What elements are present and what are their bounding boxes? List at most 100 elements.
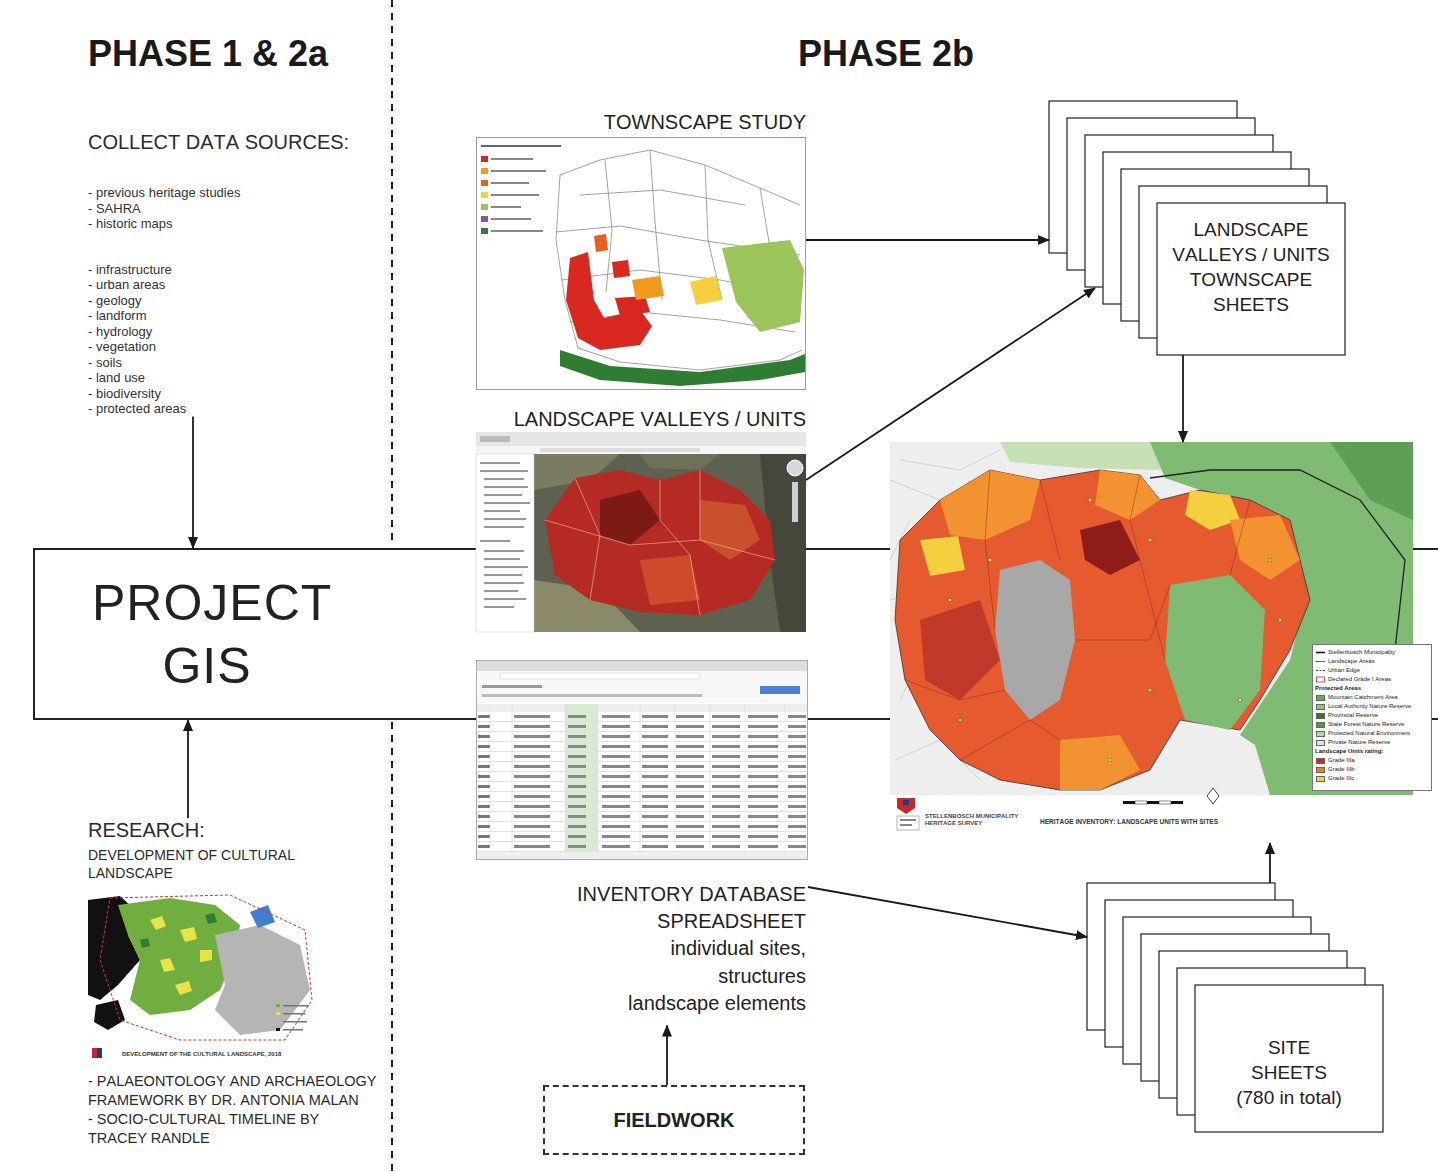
panel-rows-part bbox=[484, 526, 524, 528]
panel-rows-part bbox=[484, 590, 518, 592]
landscape-units-screenshot-part bbox=[476, 432, 806, 446]
legend-swatch bbox=[1316, 740, 1325, 746]
flow-arrow bbox=[806, 288, 1095, 480]
site-points-part bbox=[1238, 698, 1242, 702]
panel-rows-part bbox=[480, 462, 520, 464]
node-text: - previous heritage studies bbox=[88, 185, 368, 201]
node-text: DEVELOPMENT OF CULTURAL LANDSCAPE bbox=[88, 846, 328, 882]
spreadsheet-grid-part bbox=[565, 704, 566, 852]
node-text: RESEARCH: bbox=[88, 818, 398, 842]
landscape-units-panel: LANDSCAPE VALLEYS / UNITS bbox=[476, 407, 806, 431]
panel-rows-part bbox=[480, 540, 510, 542]
panel-rows-part bbox=[484, 486, 528, 488]
unit-boundaries-part bbox=[985, 470, 995, 630]
connector-group bbox=[188, 240, 1270, 1085]
flow-arrow bbox=[806, 239, 1049, 241]
spreadsheet-screenshot-part bbox=[482, 685, 542, 688]
node-text: INVENTORY DATABASE SPREADSHEET bbox=[566, 881, 806, 935]
legend-heading: Landscape Units rating: bbox=[1315, 747, 1383, 756]
legend-row: Local Authority Nature Reserve bbox=[1316, 702, 1411, 711]
cultural-landscape-thumbnail-part bbox=[94, 1000, 125, 1030]
unit-boundaries bbox=[545, 470, 775, 615]
panel-rows-part bbox=[484, 606, 514, 608]
cultural-landscape-thumbnail-part bbox=[283, 1029, 303, 1031]
legend-swatch bbox=[1316, 767, 1325, 773]
legend-swatch bbox=[1316, 704, 1325, 710]
flow-arrow bbox=[1269, 843, 1271, 883]
node-text: - landform bbox=[88, 308, 368, 324]
legend-text: State Forest Nature Reserve bbox=[1328, 720, 1404, 729]
landscape-units-screenshot-part bbox=[700, 500, 760, 560]
town-streets-part bbox=[560, 150, 800, 205]
unit-boundaries-part bbox=[1230, 500, 1250, 575]
landscape-units-screenshot-part bbox=[600, 490, 660, 545]
spreadsheet-grid-part bbox=[675, 704, 676, 852]
townscape-thumbnail-part bbox=[566, 252, 652, 350]
cultural-landscape-thumbnail-part bbox=[283, 1013, 305, 1015]
legend-swatch bbox=[1316, 776, 1325, 782]
heritage-map-part bbox=[890, 795, 1413, 843]
panel-rows-part bbox=[484, 478, 524, 480]
heritage-map-part bbox=[1123, 801, 1135, 804]
flow-arrow bbox=[666, 1026, 668, 1086]
legend-line-samples-part bbox=[1316, 670, 1325, 671]
cultural-landscape-thumbnail-part bbox=[100, 895, 312, 1040]
site-points-part bbox=[1148, 538, 1152, 542]
heritage-map-part bbox=[900, 824, 912, 826]
panel-rows-part bbox=[484, 510, 520, 512]
legend-text: Grade IIIa bbox=[1328, 756, 1355, 765]
town-streets-part bbox=[605, 160, 612, 292]
heritage-map-part bbox=[1147, 801, 1159, 804]
spreadsheet-screenshot-part bbox=[477, 661, 807, 671]
cultural-landscape-thumbnail-part bbox=[160, 958, 175, 972]
heritage-map bbox=[890, 442, 1432, 843]
heritage-map-part bbox=[1230, 515, 1300, 580]
landscape-units-screenshot-part bbox=[640, 454, 720, 470]
landscape-units-screenshot-part bbox=[476, 432, 806, 632]
cultural-landscape-thumbnail-part bbox=[215, 925, 310, 1035]
spreadsheet-screenshot-part bbox=[477, 681, 807, 703]
unit-boundaries-part bbox=[1040, 480, 1060, 560]
panel-rows bbox=[480, 462, 530, 608]
spreadsheet-grid-part bbox=[598, 704, 599, 852]
node-text: - hydrology bbox=[88, 324, 368, 340]
legend-text: Protected Natural Environment bbox=[1328, 729, 1410, 738]
panel-rows-part bbox=[484, 550, 524, 552]
townscape-thumbnail-part bbox=[491, 170, 546, 172]
heritage-map-part bbox=[895, 470, 1310, 790]
cultural-landscape-thumbnail bbox=[88, 888, 318, 1064]
heritage-map-part bbox=[1165, 575, 1265, 730]
node-text: - land use bbox=[88, 370, 368, 386]
legend-swatch bbox=[1316, 722, 1325, 728]
landscape-units-screenshot-part bbox=[792, 482, 798, 522]
townscape-thumbnail-part bbox=[491, 230, 543, 232]
unit-boundaries-part bbox=[545, 520, 775, 560]
heritage-map-part bbox=[1171, 801, 1183, 804]
legend-swatch bbox=[1316, 713, 1325, 719]
cultural-landscape-thumbnail-part bbox=[276, 1012, 280, 1015]
townscape-thumbnail bbox=[477, 138, 806, 390]
cultural-landscape-thumbnail-part bbox=[88, 888, 318, 1064]
spreadsheet-screenshot-part bbox=[477, 712, 807, 852]
node-text: - PALAEONTOLOGY AND ARCHAEOLOGY FRAMEWOR… bbox=[88, 1072, 388, 1110]
node-text: - SAHRA bbox=[88, 201, 368, 217]
heritage-map-part bbox=[920, 536, 965, 576]
cultural-landscape-thumbnail-part bbox=[205, 913, 217, 924]
unit-boundaries-part bbox=[1075, 585, 1170, 640]
node-text: PROJECT GIS bbox=[92, 572, 322, 698]
site-points-part bbox=[1148, 688, 1152, 692]
spreadsheet-screenshot-part bbox=[760, 686, 800, 694]
landscape-units-screenshot-part bbox=[545, 470, 775, 615]
node-text: - geology bbox=[88, 293, 368, 309]
landscape-units-screenshot-part bbox=[787, 460, 803, 476]
townscape-thumbnail-part bbox=[491, 158, 533, 160]
legend-text: Declared Grade I Areas bbox=[1328, 675, 1391, 684]
cultural-landscape-thumbnail-part bbox=[200, 950, 212, 962]
node-text: TOWNSCAPE STUDY bbox=[476, 110, 806, 134]
heritage-map-part bbox=[897, 816, 919, 830]
spreadsheet-screenshot-part bbox=[477, 671, 807, 681]
flow-arrow bbox=[187, 720, 189, 818]
landscape-units-screenshot-part bbox=[540, 448, 700, 452]
node-text: - vegetation bbox=[88, 339, 368, 355]
